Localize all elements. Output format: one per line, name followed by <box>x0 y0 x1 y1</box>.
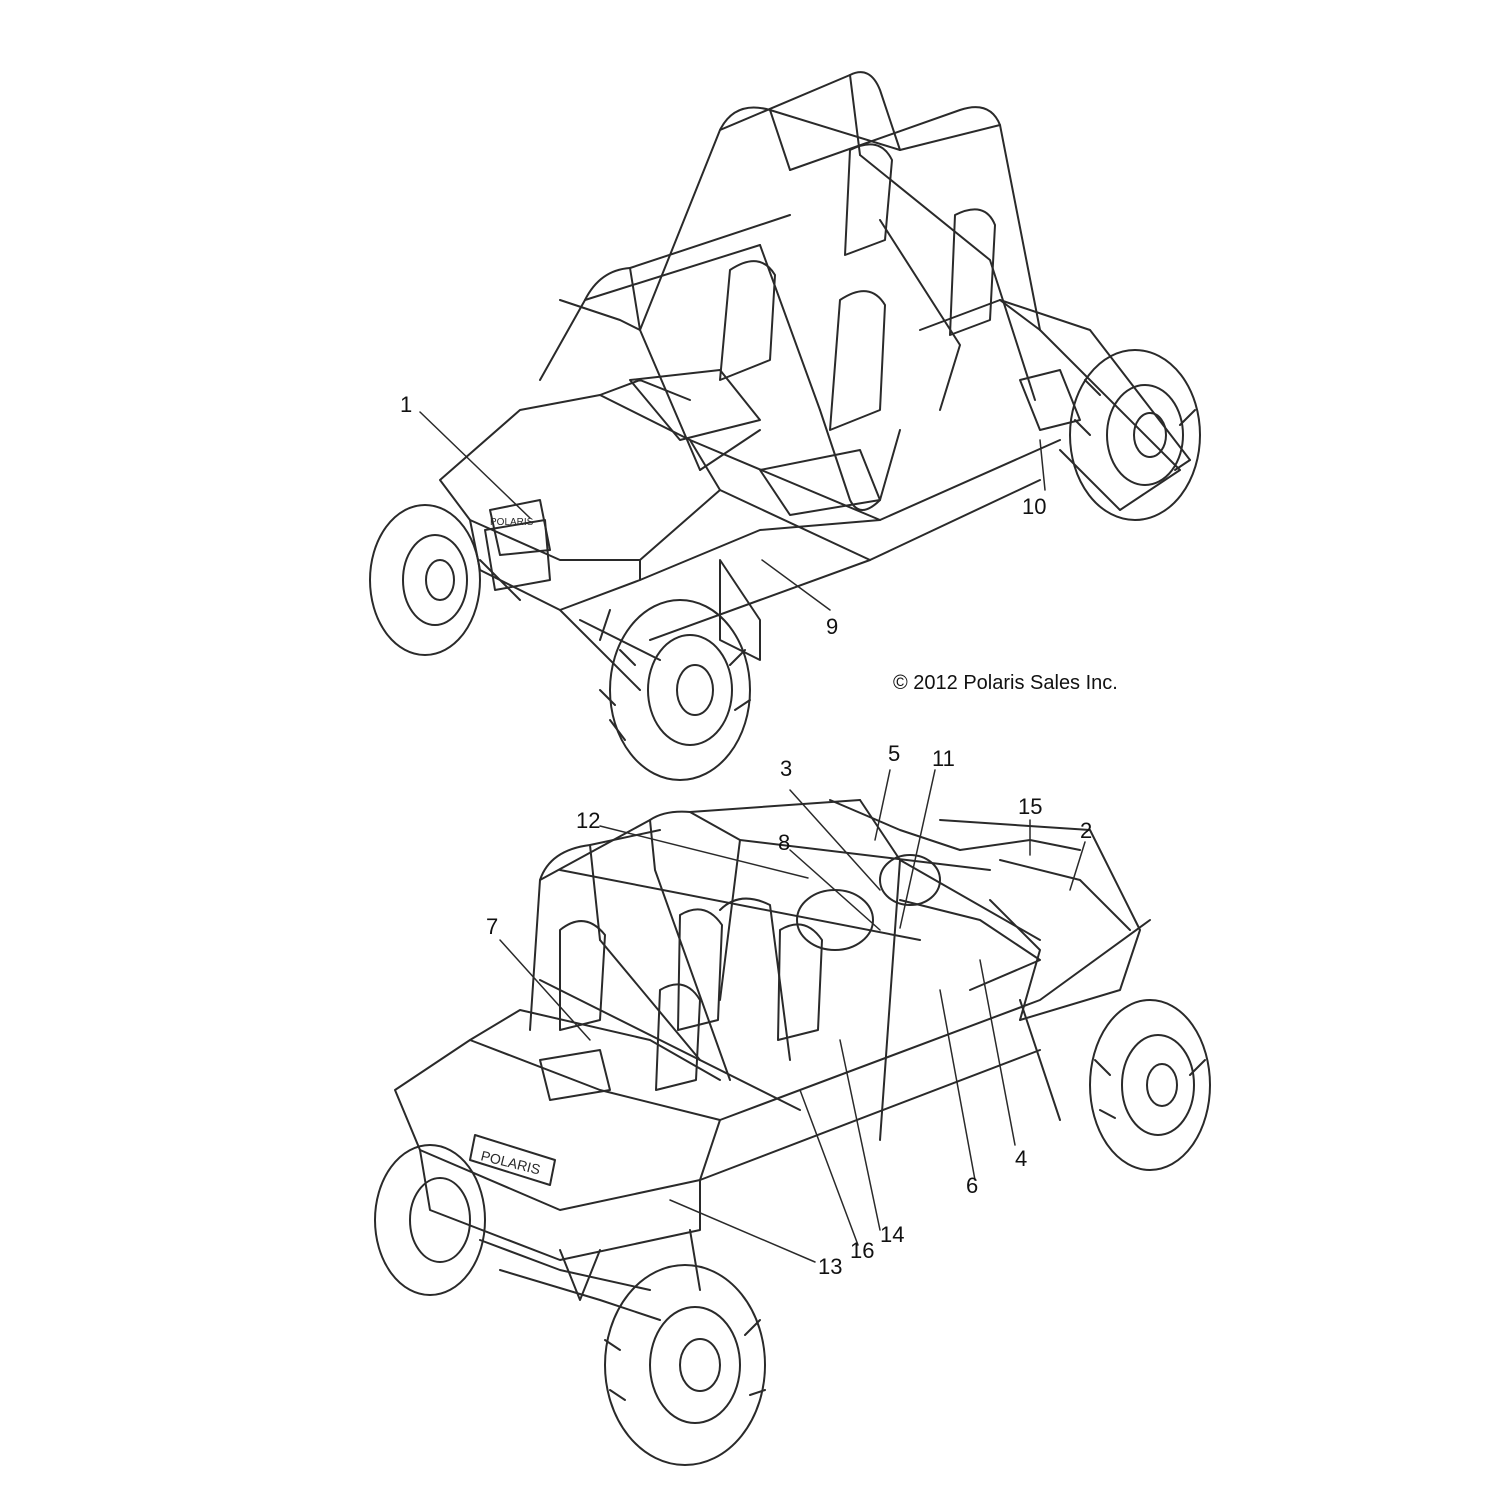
suspension-bottom <box>480 1230 700 1320</box>
callout-4: 4 <box>1015 1146 1028 1171</box>
callout-10: 10 <box>1022 494 1047 519</box>
callout-11: 11 <box>932 746 955 771</box>
callout-1: 1 <box>400 392 413 417</box>
callout-3: 3 <box>780 756 793 781</box>
grille-top: POLARIS <box>485 517 550 590</box>
roll-cage-bottom <box>530 800 1040 1140</box>
callout-14: 14 <box>880 1222 905 1247</box>
leader-lines-bottom <box>500 770 1085 1262</box>
seats-top <box>630 144 995 515</box>
callout-16: 16 <box>850 1238 875 1263</box>
wheels-top <box>370 350 1200 780</box>
callout-6: 6 <box>966 1173 979 1198</box>
callout-7: 7 <box>486 914 499 939</box>
seats-bottom <box>560 909 822 1090</box>
body-bottom <box>395 820 1150 1260</box>
callout-9: 9 <box>826 614 839 639</box>
wheels-bottom <box>375 1000 1210 1465</box>
callout-15: 15 <box>1018 794 1043 819</box>
copyright-notice: © 2012 Polaris Sales Inc. <box>893 672 1118 694</box>
leader-lines-top <box>420 412 1045 610</box>
body-top <box>440 300 1190 660</box>
callout-8: 8 <box>778 830 791 855</box>
callout-12: 12 <box>576 808 601 833</box>
suspension-top <box>480 560 660 690</box>
callout-2: 2 <box>1080 818 1093 843</box>
callout-13: 13 <box>818 1254 843 1279</box>
roll-cage-top <box>540 72 1040 510</box>
callout-5: 5 <box>888 741 901 766</box>
brand-badge-front: POLARIS <box>490 517 534 528</box>
